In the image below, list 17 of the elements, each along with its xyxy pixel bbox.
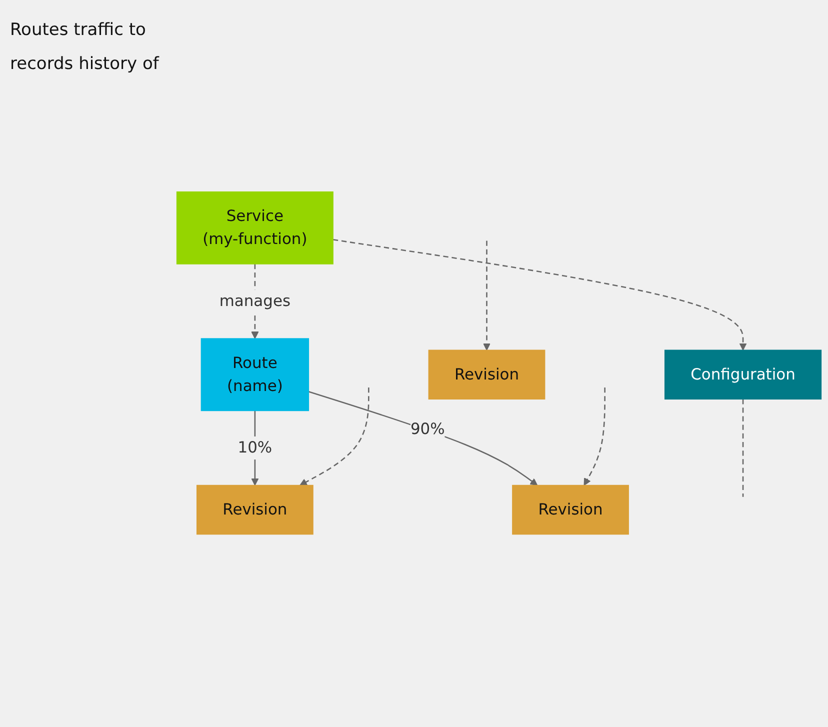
edge-label: 10% bbox=[238, 439, 272, 458]
arrow bbox=[584, 388, 606, 486]
connector bbox=[742, 400, 744, 498]
node-box: Configuration bbox=[664, 350, 822, 400]
node-box: Revision bbox=[428, 350, 546, 400]
arrow bbox=[300, 388, 370, 486]
arrow bbox=[482, 241, 491, 351]
arrow bbox=[308, 391, 538, 486]
node-box: Route (name) bbox=[200, 338, 310, 412]
node-box: Service (my-function) bbox=[176, 192, 334, 265]
edge-label: 90% bbox=[410, 420, 445, 439]
node-box: Revision bbox=[196, 485, 314, 536]
edge-label: manages bbox=[219, 292, 290, 311]
node-box: Revision bbox=[512, 485, 629, 536]
note-text: Routes traffic to bbox=[10, 20, 147, 40]
arrow bbox=[332, 239, 747, 351]
note-text: records history of bbox=[10, 54, 160, 74]
